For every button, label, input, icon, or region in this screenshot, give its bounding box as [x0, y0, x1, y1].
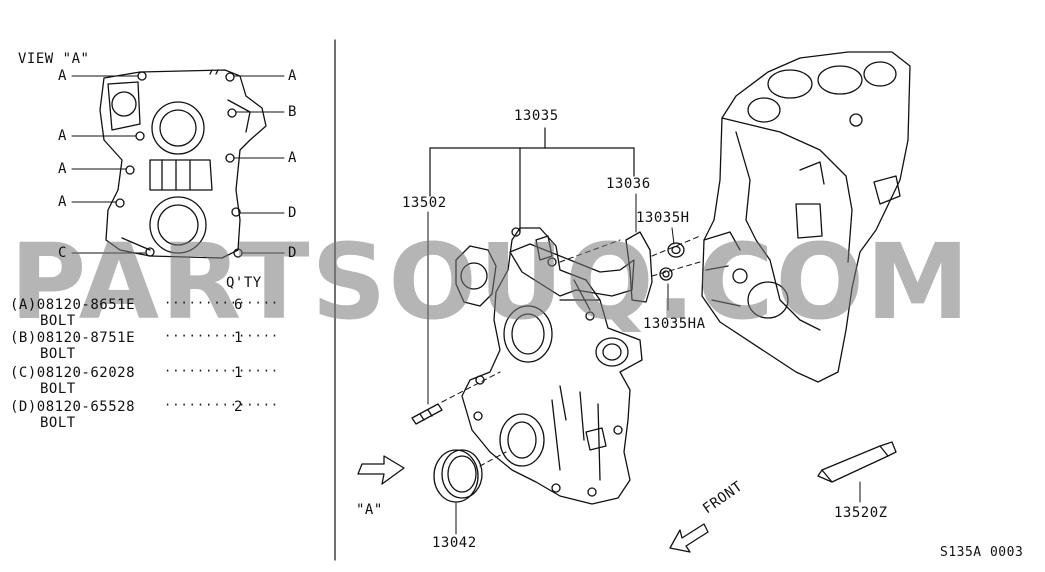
callout-13035-bracket [429, 127, 635, 233]
part-13035ha-label[interactable]: 13035HA [643, 316, 706, 332]
view-marker-d: D [288, 245, 297, 261]
bolt-name: BOLT [40, 381, 76, 397]
view-a-arrow-label: "A" [356, 502, 383, 518]
bolt-code: (D)08120-65528 [10, 399, 136, 415]
bolt-qty: 1 [234, 365, 243, 381]
view-a-leaders [71, 75, 285, 254]
view-marker-d: D [288, 205, 297, 221]
qty-header: Q'TY [226, 275, 262, 291]
leader-13035h [671, 227, 675, 245]
view-marker-b: B [288, 104, 297, 120]
upper-bracket [509, 243, 635, 297]
part-13036-label[interactable]: 13036 [606, 176, 651, 192]
view-marker-a: A [58, 128, 67, 144]
bolt-qty: 1 [234, 330, 243, 346]
bolt-name: BOLT [40, 313, 76, 329]
bolt-qty: 2 [234, 399, 243, 415]
view-marker-a: A [58, 161, 67, 177]
part-13035h-label[interactable]: 13035H [636, 210, 690, 226]
part-13502-label[interactable]: 13502 [402, 195, 447, 211]
view-marker-a: A [288, 150, 297, 166]
stud-13502 [411, 403, 443, 425]
part-13042-label[interactable]: 13042 [432, 535, 477, 551]
part-13520z-label[interactable]: 13520Z [834, 505, 888, 521]
leader-dots: ·············· [164, 398, 280, 412]
front-cover-13035 [461, 227, 643, 505]
bolt-qty: 6 [234, 297, 243, 313]
view-a-cover-outline [99, 69, 267, 259]
seal-13035h [667, 242, 685, 258]
sealant-tube-13520z [817, 441, 897, 483]
bolt-name: BOLT [40, 415, 76, 431]
view-a-title: VIEW "A" [18, 51, 90, 67]
bolt-code: (A)08120-8651E [10, 297, 136, 313]
bolt-code: (B)08120-8751E [10, 330, 136, 346]
leader-dots: ·············· [164, 329, 280, 343]
watermark: PARTSOUQ.COM [10, 232, 972, 332]
view-marker-c: C [58, 245, 67, 261]
bolt-name: BOLT [40, 346, 76, 362]
view-marker-a: A [288, 68, 297, 84]
view-marker-a: A [58, 194, 67, 210]
front-arrow [669, 523, 709, 553]
view-marker-a: A [58, 68, 67, 84]
engine-block [701, 51, 911, 383]
leader-dots: ·············· [164, 364, 280, 378]
seal-13035ha [659, 267, 673, 281]
oil-seal-13042 [433, 449, 483, 503]
diagram-code: S135A 0003 [940, 545, 1024, 560]
view-a-arrow [357, 455, 405, 485]
gasket-13036 [625, 231, 653, 303]
bolt-code: (C)08120-62028 [10, 365, 136, 381]
leader-dots: ·············· [164, 296, 280, 310]
part-13035-label[interactable]: 13035 [514, 108, 559, 124]
gasket-left [455, 245, 497, 307]
